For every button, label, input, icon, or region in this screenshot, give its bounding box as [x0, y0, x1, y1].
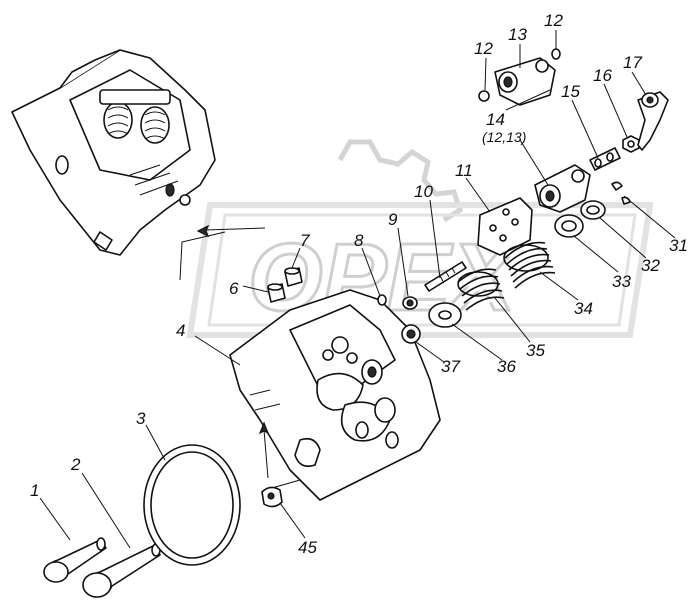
rocker-assembly-14 [534, 164, 591, 213]
pin-8 [377, 294, 387, 306]
plug-45 [261, 486, 283, 508]
callout-34: 34 [574, 299, 593, 318]
callout-10: 10 [414, 182, 433, 201]
callout-12-left: 12 [474, 39, 493, 58]
washer-33 [554, 214, 584, 238]
callout-17: 17 [623, 53, 642, 72]
rocker-13 [494, 57, 556, 106]
cap-9 [402, 296, 418, 310]
assembly-arrow-lower [258, 421, 301, 489]
valve-guide-6 [267, 283, 286, 303]
callout-31: 31 [669, 236, 688, 255]
spring-inner-35 [457, 268, 505, 311]
gasket-ring [143, 444, 241, 566]
valve-guide-7 [284, 267, 303, 287]
callout-8: 8 [354, 231, 364, 250]
callout-11: 11 [455, 161, 473, 180]
callout-13: 13 [508, 25, 527, 44]
callout-45: 45 [298, 538, 317, 557]
assembly-arrow-upper [179, 224, 266, 281]
callout-3: 3 [136, 409, 146, 428]
callout-9: 9 [388, 210, 398, 229]
nut-16 [622, 135, 640, 153]
leader-lines [39, 30, 676, 549]
callout-14-subnote: (12,13) [482, 129, 526, 145]
callout-6: 6 [229, 279, 239, 298]
washer-32 [580, 200, 606, 220]
callout-12-right: 12 [544, 11, 563, 30]
spring-seat-36 [428, 302, 462, 328]
callout-37: 37 [441, 357, 460, 376]
rocker-arm-17 [637, 91, 669, 151]
valve-1 [43, 537, 107, 583]
bushing-12a [478, 90, 490, 102]
callout-labels: 1 2 3 4 6 7 8 9 10 11 12 12 13 14 (12,13… [30, 11, 688, 557]
callout-15: 15 [561, 82, 580, 101]
callout-32: 32 [641, 256, 660, 275]
callout-33: 33 [612, 272, 631, 291]
stud-10 [424, 261, 467, 292]
callout-1: 1 [30, 481, 39, 500]
callout-4: 4 [176, 321, 185, 340]
callout-35: 35 [526, 341, 545, 360]
valve-keys-31 [611, 181, 631, 205]
cylinder-head-exploded [229, 289, 441, 501]
callout-7: 7 [300, 231, 310, 250]
callout-14: 14 [486, 110, 505, 129]
callout-2: 2 [70, 455, 81, 474]
valve-seal-37 [401, 324, 421, 344]
rocker-bracket-11 [477, 197, 533, 256]
callout-36: 36 [497, 357, 516, 376]
cylinder-head-assembled [11, 49, 216, 256]
bushing-12b [551, 48, 561, 60]
spacer-15 [589, 147, 621, 171]
spring-outer-34 [503, 241, 556, 289]
callout-16: 16 [593, 66, 612, 85]
